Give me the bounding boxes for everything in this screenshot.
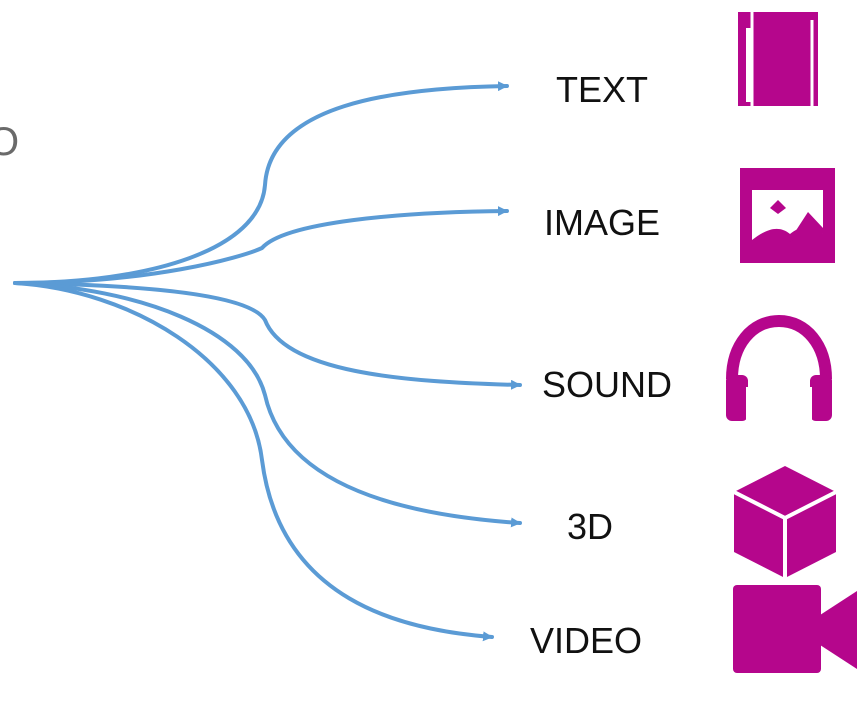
branch-connector-text [13, 81, 509, 285]
branch-label-3d: 3D [567, 506, 614, 547]
branch-label-text: TEXT [556, 69, 649, 110]
branch-connector-image [13, 206, 509, 285]
branch-label-image: IMAGE [544, 202, 661, 243]
cube-icon [734, 466, 836, 578]
headphones-icon [726, 315, 832, 421]
book-icon [738, 12, 824, 106]
image-icon [740, 168, 835, 263]
video-camera-icon [733, 585, 857, 673]
branch-label-sound: SOUND [542, 364, 673, 405]
branch-connector-sound [13, 281, 522, 390]
branch-connector-video [13, 281, 494, 642]
partial-text: O [0, 120, 20, 164]
branch-connector-3d [13, 281, 522, 528]
branch-label-video: VIDEO [530, 620, 643, 661]
